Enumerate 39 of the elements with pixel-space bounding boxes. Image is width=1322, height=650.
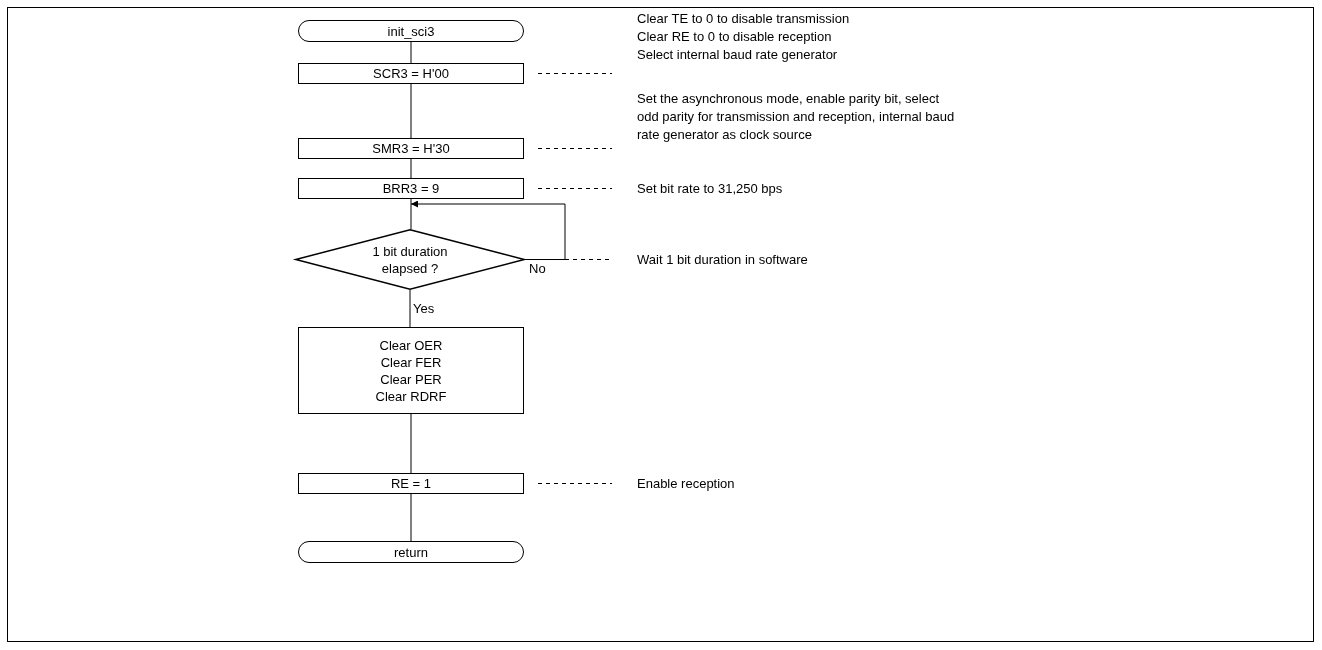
connector-line <box>410 493 412 542</box>
node-text: Clear RDRF <box>375 387 447 405</box>
node-text: BRR3 = 9 <box>382 180 440 197</box>
edge-label: Yes <box>412 301 436 316</box>
connector-line <box>410 41 412 64</box>
annotation-text: Set bit rate to 31,250 bps <box>637 179 783 198</box>
annotation-text: Clear RE to 0 to disable reception <box>637 28 832 46</box>
connector-line <box>410 83 412 139</box>
node-text: return <box>394 543 428 561</box>
decision-diamond <box>295 229 525 290</box>
leader-line <box>537 148 613 149</box>
node-text: Clear FER <box>380 353 442 371</box>
terminator-box <box>298 20 524 42</box>
process-box <box>298 63 524 84</box>
annotation-text: Wait 1 bit duration in software <box>637 250 808 269</box>
node-text: init_sci3 <box>387 22 435 40</box>
node-text: 1 bit duration elapsed ? <box>371 242 449 277</box>
node-text: SMR3 = H'30 <box>372 140 450 157</box>
connector-line <box>410 200 566 260</box>
process-box <box>298 327 524 414</box>
connector-line <box>410 158 412 179</box>
node-text: Clear OER <box>379 336 443 354</box>
node-text: RE = 1 <box>390 475 432 492</box>
process-box <box>298 178 524 199</box>
annotation-text: Set the asynchronous mode, enable parity bit, select odd parity for transmission and reception, internal baud rate generator as clock source <box>637 90 955 144</box>
connector-line <box>409 289 411 328</box>
annotation-text: Enable reception <box>637 474 735 493</box>
leader-line <box>537 73 613 74</box>
process-box <box>298 138 524 159</box>
process-box <box>298 473 524 494</box>
leader-line <box>537 188 613 189</box>
connector-line <box>410 198 412 230</box>
terminator-box <box>298 541 524 563</box>
annotation-text: Clear TE to 0 to disable transmission <box>637 10 850 28</box>
leader-line <box>537 483 613 484</box>
annotation-text: Select internal baud rate generator <box>637 46 838 64</box>
connector-line <box>410 413 412 474</box>
node-text: SCR3 = H'00 <box>373 65 449 82</box>
node-text: Clear PER <box>380 370 442 388</box>
